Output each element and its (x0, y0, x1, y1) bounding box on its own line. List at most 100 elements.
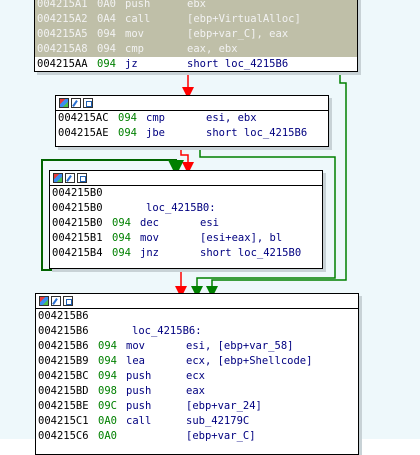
operands: short loc_4215B6 (187, 58, 289, 70)
mnemonic: mov (140, 232, 159, 244)
stack-pointer: 094 (112, 247, 131, 259)
asm-line[interactable]: 004215B0 (50, 186, 322, 201)
mnemonic: push (126, 370, 152, 382)
line-address: 004215AE (58, 127, 109, 139)
asm-line[interactable]: 004215B0 loc_4215B0: (50, 201, 322, 216)
operands: [ebp+var_24] (186, 400, 262, 412)
stack-pointer: 098 (98, 385, 117, 397)
asm-line[interactable]: 004215B6 (36, 309, 358, 324)
line-address: 004215A1 (37, 0, 88, 10)
graph-overview-icon[interactable] (83, 98, 93, 108)
mnemonic: call (126, 415, 152, 427)
mnemonic: lea (126, 355, 145, 367)
mnemonic: cmp (146, 112, 165, 124)
stack-pointer: 094 (97, 43, 116, 55)
asm-line[interactable]: 004215BC 094 push ecx (36, 369, 358, 384)
operands: short loc_4215B0 (200, 247, 302, 259)
line-address: 004215BD (38, 385, 89, 397)
edit-pencil-icon[interactable] (65, 173, 75, 183)
line-address: 004215B1 (52, 232, 103, 244)
mnemonic: jbe (146, 127, 165, 139)
operands: ebx (187, 0, 206, 10)
color-palette-icon[interactable] (59, 98, 69, 108)
line-address: 004215B0 (52, 202, 103, 214)
code-label: loc_4215B6: (132, 325, 202, 337)
stack-pointer: 094 (98, 355, 117, 367)
line-address: 004215A2 (37, 13, 88, 25)
stack-pointer: 094 (118, 127, 137, 139)
code-label: loc_4215B0: (146, 202, 216, 214)
line-address: 004215B6 (38, 310, 89, 322)
asm-line[interactable]: 004215AA 094 jz short loc_4215B6 (35, 57, 357, 72)
stack-pointer: 0A0 (98, 415, 117, 427)
asm-line[interactable]: 004215AE 094 jbe short loc_4215B6 (56, 126, 328, 141)
line-address: 004215AC (58, 112, 109, 124)
line-address: 004215B0 (52, 217, 103, 229)
stack-pointer: 094 (97, 58, 116, 70)
mnemonic: dec (140, 217, 159, 229)
edit-pencil-icon[interactable] (71, 98, 81, 108)
mnemonic: jnz (140, 247, 159, 259)
edge-block2-to-block3-red (180, 146, 194, 174)
block-toolbar (56, 96, 328, 111)
stack-pointer: 094 (97, 28, 116, 40)
graph-overview-icon[interactable] (63, 296, 73, 306)
operands: short loc_4215B6 (206, 127, 308, 139)
edge-loop-back (41, 159, 184, 271)
color-palette-icon[interactable] (53, 173, 63, 183)
mnemonic: push (126, 400, 152, 412)
code-block-3[interactable]: 004215B0 004215B0 loc_4215B0: 004215B0 094 de… (49, 170, 323, 269)
stack-pointer: 094 (98, 370, 117, 382)
block-toolbar (50, 171, 322, 186)
line-address: 004215B6 (38, 325, 89, 337)
color-palette-icon[interactable] (39, 296, 49, 306)
operands: eax (186, 385, 205, 397)
mnemonic: push (125, 0, 151, 10)
operands: [esi+eax], bl (200, 232, 283, 244)
line-address: 004215A8 (37, 43, 88, 55)
line-address: 004215A5 (37, 28, 88, 40)
graph-overview-icon[interactable] (77, 173, 87, 183)
edit-pencil-icon[interactable] (51, 296, 61, 306)
asm-line[interactable]: 004215BE 09C push [ebp+var_24] (36, 399, 358, 414)
stack-pointer: 094 (112, 232, 131, 244)
operands: eax, ebx (187, 43, 238, 55)
stack-pointer: 0A0 (98, 430, 117, 442)
operands: [ebp+var_C] (186, 430, 256, 442)
operands: esi, [ebp+var_58] (186, 340, 294, 352)
stack-pointer: 09C (98, 400, 117, 412)
asm-line[interactable]: 004215B6 loc_4215B6: (36, 324, 358, 339)
operands: ecx (186, 370, 205, 382)
mnemonic: mov (126, 340, 145, 352)
block-toolbar (36, 294, 358, 309)
asm-line[interactable]: 004215B1 094 mov [esi+eax], bl (50, 231, 322, 246)
operands: ecx, [ebp+Shellcode] (186, 355, 313, 367)
stack-pointer: 094 (98, 340, 117, 352)
stack-pointer: 094 (112, 217, 131, 229)
operands: [ebp+var_C], eax (187, 28, 289, 40)
asm-line[interactable]: 004215B9 094 lea ecx, [ebp+Shellcode] (36, 354, 358, 369)
line-address: 004215BC (38, 370, 89, 382)
mnemonic: jz (125, 58, 138, 70)
mnemonic: call (125, 13, 151, 25)
line-address: 004215AA (37, 58, 88, 70)
line-address: 004215BE (38, 400, 89, 412)
line-address: 004215B0 (52, 187, 103, 199)
stack-pointer: 0A4 (97, 13, 116, 25)
line-address: 004215B9 (38, 355, 89, 367)
